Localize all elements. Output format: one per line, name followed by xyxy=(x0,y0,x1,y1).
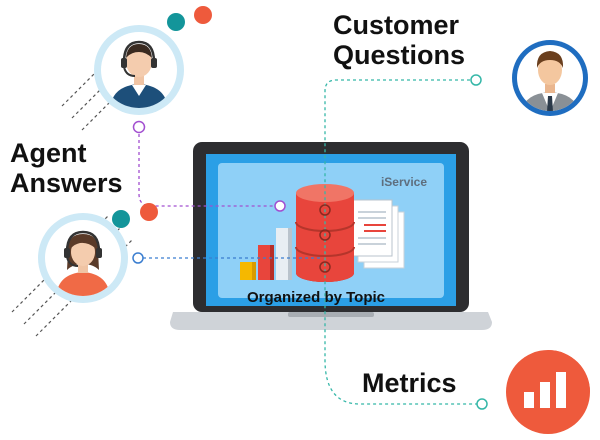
accent-dot xyxy=(112,210,130,228)
customer-avatar-icon xyxy=(512,40,588,116)
connector-node xyxy=(319,261,331,273)
connector-node xyxy=(319,204,331,216)
customer-questions-line1: Customer xyxy=(333,10,460,40)
mini-bar-chart-icon xyxy=(240,228,292,280)
connector-node xyxy=(132,120,146,134)
connector-node xyxy=(274,200,286,212)
connector-nodes xyxy=(132,74,488,410)
female-agent-headset-icon xyxy=(38,213,128,303)
connector-node xyxy=(476,398,488,410)
male-agent-headset-icon xyxy=(94,25,184,115)
accent-dot xyxy=(167,13,185,31)
brand-label: iService xyxy=(381,175,427,189)
customer-questions-label: Customer Questions xyxy=(333,10,465,70)
agent-answers-line2: Answers xyxy=(10,168,123,199)
connector-node xyxy=(132,252,144,264)
connector-customer xyxy=(324,79,482,405)
database-icon xyxy=(295,184,355,282)
agent-answers-label: Agent Answers xyxy=(10,138,123,198)
accent-dot xyxy=(140,203,158,221)
connector-node xyxy=(470,74,482,86)
screen-caption: Organized by Topic xyxy=(247,289,385,306)
metrics-label: Metrics xyxy=(362,368,457,398)
accent-dot xyxy=(194,6,212,24)
agent-answers-line1: Agent xyxy=(10,138,87,168)
laptop-base xyxy=(170,312,492,330)
connector-node xyxy=(319,229,331,241)
customer-questions-line2: Questions xyxy=(333,40,466,71)
bar-chart-icon xyxy=(506,350,590,434)
documents-icon xyxy=(351,199,405,269)
